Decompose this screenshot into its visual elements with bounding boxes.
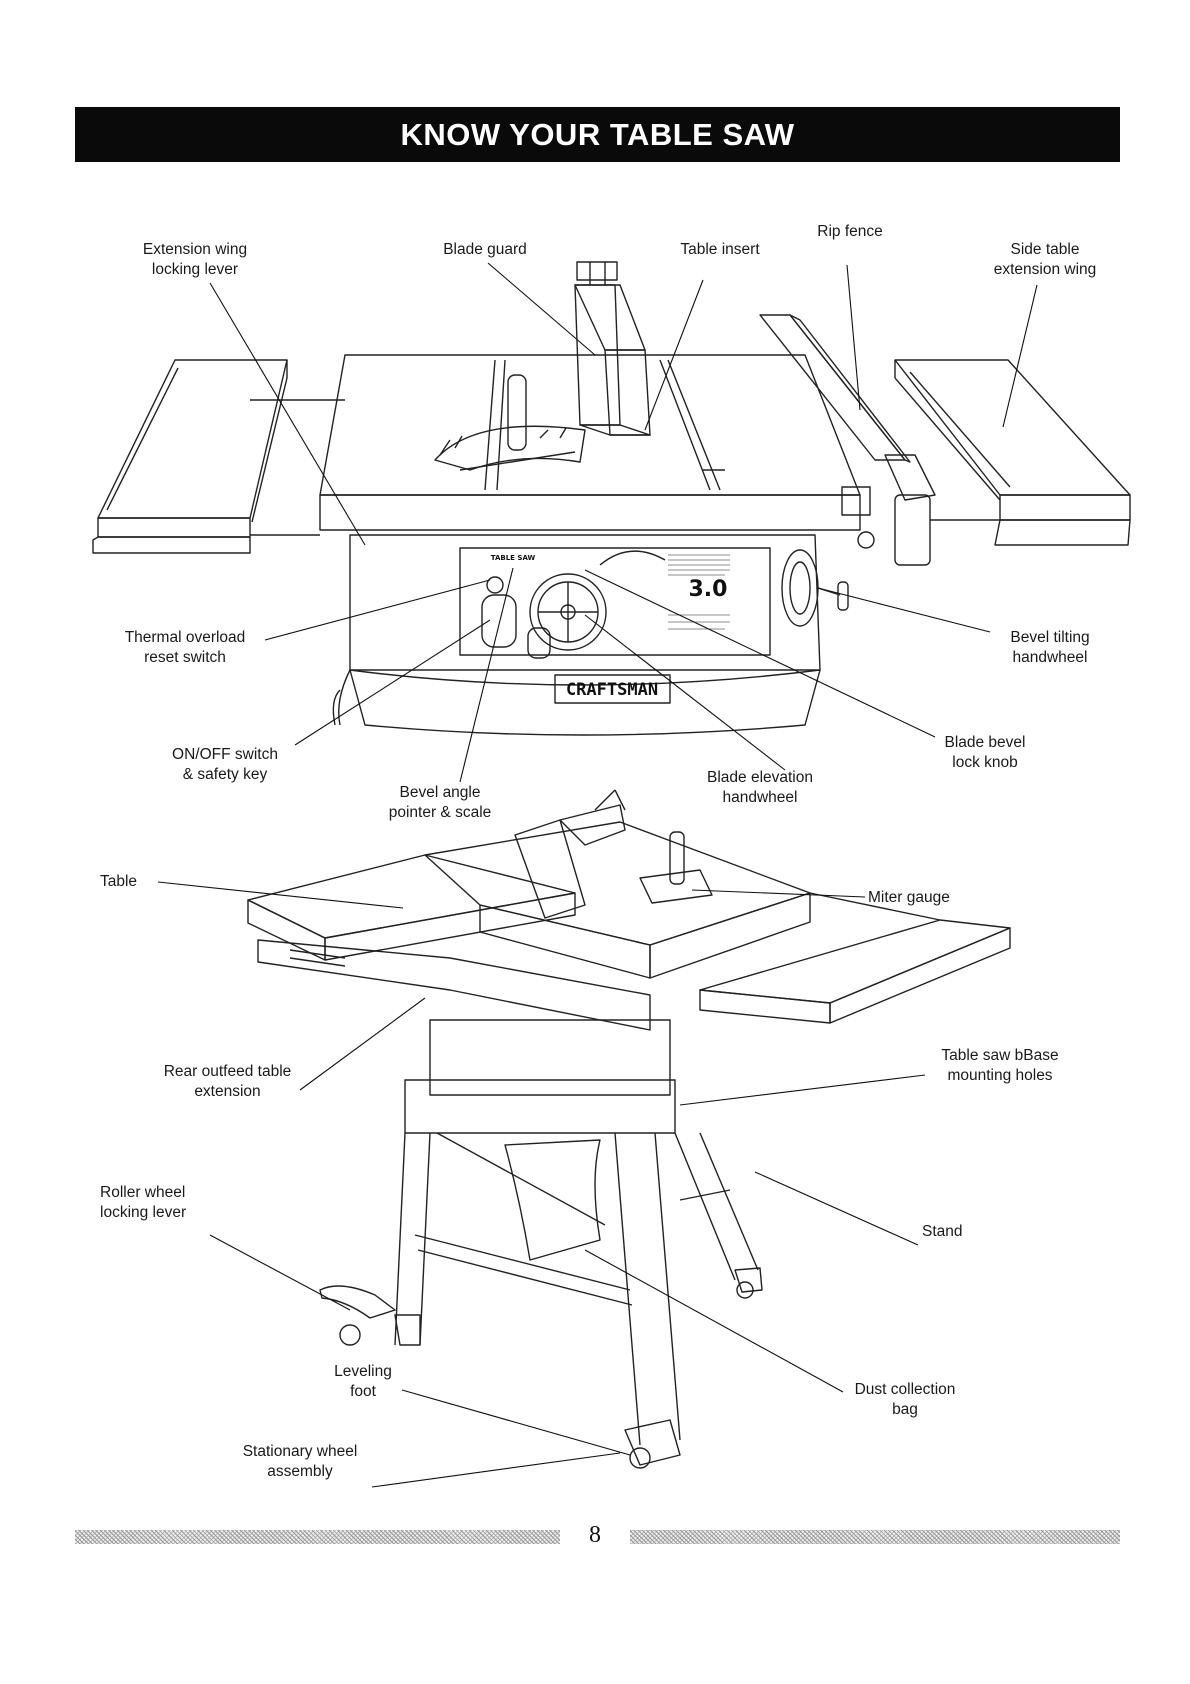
left-extension-wing: [92, 359, 288, 554]
miter-gauge-top: [434, 374, 586, 471]
rip-fence-shape: [759, 314, 936, 566]
leader-on-off: [294, 619, 491, 746]
label-roller-wheel-lever: Roller wheel locking lever: [100, 1184, 187, 1221]
bevel-handwheel: [781, 549, 849, 627]
label-leveling-foot: Leveling foot: [334, 1363, 392, 1400]
dust-bag-shape: [504, 1139, 601, 1261]
label-rear-outfeed: Rear outfeed table extension: [163, 1063, 292, 1100]
blade-guard-shape: [574, 261, 651, 436]
stationary-wheel: [624, 1419, 681, 1466]
title-banner: KNOW YOUR TABLE SAW: [75, 107, 1120, 162]
saw-with-stand: [247, 789, 1011, 1469]
label-extension-wing-lever: Extension wing locking lever: [142, 241, 248, 278]
label-base-mounting-holes: Table saw bBase mounting holes: [941, 1047, 1059, 1084]
page-title: KNOW YOUR TABLE SAW: [400, 116, 795, 152]
leader-rear-outfeed: [299, 997, 426, 1091]
leader-roller-wheel: [209, 1234, 351, 1311]
label-table-insert: Table insert: [680, 241, 760, 258]
leader-rip-fence: [846, 264, 861, 411]
brand-label: CRAFTSMAN: [566, 680, 658, 700]
label-blade-elevation: Blade elevation handwheel: [707, 769, 813, 806]
bevel-scale-arc: [599, 550, 666, 566]
leader-extension-wing-lever: [209, 282, 366, 546]
motor-cabinet: CRAFTSMAN TABLE SAW 3.0: [332, 534, 821, 736]
leader-side-table: [1002, 284, 1038, 428]
leader-lines: [157, 262, 1038, 1488]
footer-band-right: [630, 1530, 1120, 1544]
label-stand: Stand: [922, 1223, 963, 1240]
main-table-top: [250, 354, 861, 536]
leader-thermal-overload: [264, 579, 491, 641]
roller-wheel-lever: [319, 1285, 396, 1319]
plate-label: TABLE SAW: [491, 554, 536, 562]
elevation-handwheel: [527, 573, 607, 659]
model-badge: 3.0: [689, 577, 728, 602]
label-miter-gauge: Miter gauge: [868, 889, 950, 906]
label-bevel-angle: Bevel angle pointer & scale: [388, 784, 492, 821]
label-stationary-wheel: Stationary wheel assembly: [242, 1443, 358, 1480]
label-rip-fence: Rip fence: [817, 223, 883, 240]
leader-base-mounting-holes: [679, 1074, 926, 1106]
leader-bevel-tilting: [817, 587, 991, 633]
leader-table-insert: [644, 279, 704, 431]
page-number: 8: [589, 1522, 601, 1548]
label-bevel-tilting-handwheel: Bevel tilting handwheel: [1010, 629, 1090, 666]
leader-stand: [754, 1171, 919, 1246]
power-switch: [481, 576, 517, 648]
leader-leveling-foot: [401, 1389, 631, 1456]
saw-top-view: CRAFTSMAN TABLE SAW 3.0: [92, 261, 1131, 736]
leader-table: [157, 881, 404, 909]
leader-miter-gauge: [691, 889, 866, 898]
leader-blade-bevel-lock: [584, 569, 936, 738]
label-dust-collection-bag: Dust collection bag: [854, 1381, 956, 1418]
leader-bevel-angle: [459, 567, 514, 783]
right-extension-wing: [894, 359, 1131, 546]
label-blade-bevel-lock: Blade bevel lock knob: [944, 734, 1026, 771]
leader-dust-bag: [584, 1249, 844, 1393]
label-thermal-overload: Thermal overload reset switch: [124, 629, 246, 666]
footer-band-left: [75, 1530, 560, 1544]
label-blade-guard: Blade guard: [443, 241, 527, 258]
label-side-table-extension: Side table extension wing: [993, 241, 1097, 278]
leader-blade-elevation: [584, 614, 786, 771]
label-on-off-switch: ON/OFF switch & safety key: [172, 746, 278, 783]
leader-blade-guard: [487, 262, 596, 356]
leader-stationary-wheel: [371, 1452, 621, 1488]
label-table: Table: [100, 873, 138, 890]
